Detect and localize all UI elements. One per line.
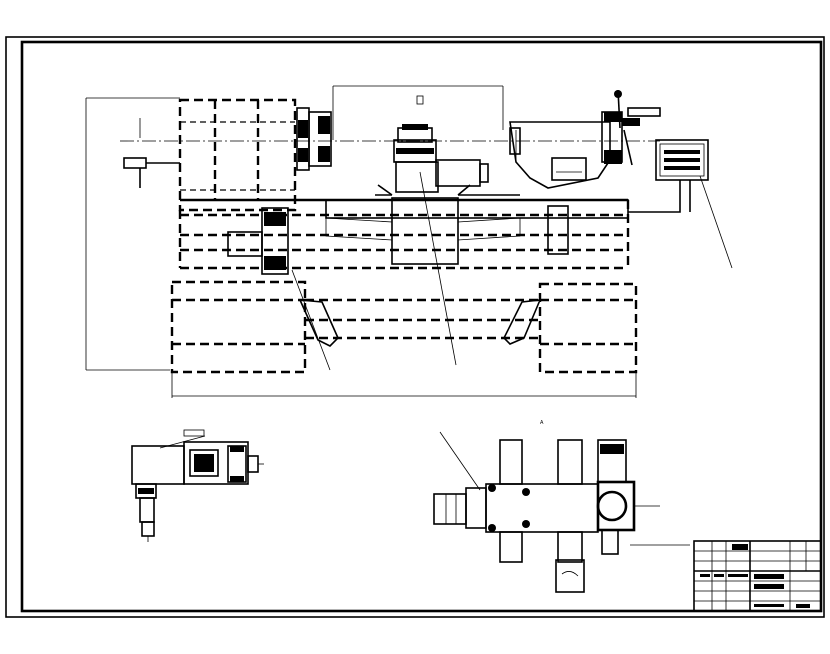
- upper-slide-right: [557, 439, 583, 485]
- motor-body: [131, 445, 185, 485]
- cross-slide-motor: [435, 159, 481, 187]
- bearing-housing: [596, 480, 636, 532]
- leader-line-gearbox: [291, 269, 331, 371]
- upper-slide-left: [499, 439, 523, 485]
- right-cabinet: [538, 282, 638, 374]
- headstock-lever: [123, 157, 147, 169]
- leadscrew-bracket: [547, 205, 569, 255]
- title-block: [693, 540, 822, 612]
- front-view: [85, 85, 733, 398]
- carriage-apron: [391, 197, 459, 265]
- chip-guard-right: [503, 299, 542, 345]
- inner-border: [20, 40, 823, 613]
- headstock: [178, 98, 297, 212]
- outer-frame: [5, 36, 825, 618]
- control-box: [655, 139, 709, 181]
- leader-line-side-motor: [439, 431, 481, 491]
- side-view-a: A: [433, 420, 690, 593]
- leader-line-tool-post: [419, 171, 457, 366]
- left-cabinet: [170, 280, 307, 374]
- leader-line-control-box: [699, 175, 733, 269]
- tailstock: [509, 121, 611, 189]
- cross-slide-body: [485, 483, 599, 533]
- detail-view-motor: [131, 429, 264, 542]
- tailstock-handwheel: [614, 90, 622, 98]
- side-motor: [433, 493, 467, 525]
- view-label-a: A: [540, 420, 544, 426]
- tool-post: [395, 161, 439, 193]
- chip-guard-left: [298, 299, 339, 347]
